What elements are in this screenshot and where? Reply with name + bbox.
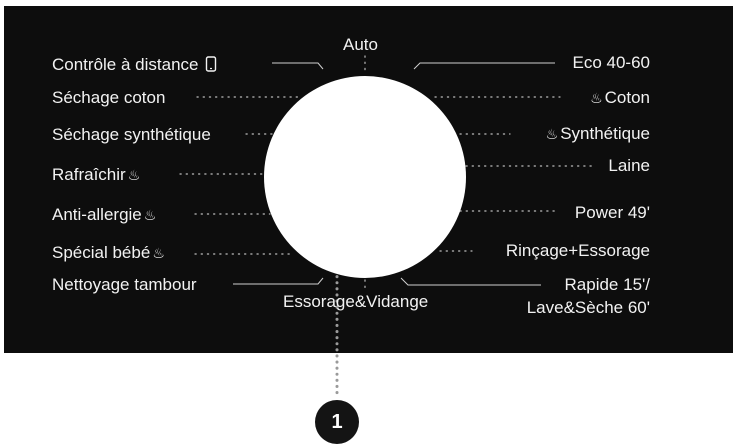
label-dry-cotton: Séchage coton	[52, 88, 166, 107]
label-rinse-spin: Rinçage+Essorage	[505, 241, 650, 260]
label-anti-allergy: Anti-allergie♨	[52, 205, 157, 224]
program-knob[interactable]	[264, 76, 466, 278]
label-refresh: Rafraîchir♨	[52, 165, 141, 184]
label-drum-clean: Nettoyage tambour	[52, 275, 197, 294]
label-synthetic: ♨Synthétique	[545, 124, 650, 143]
label-power: Power 49'	[574, 203, 650, 222]
steam-icon: ♨	[590, 90, 603, 106]
leader-drum-clean	[233, 277, 324, 285]
label-dry-synthetic: Séchage synthétique	[52, 125, 211, 144]
label-quick: Rapide 15'/	[564, 275, 650, 294]
label-wool: Laine	[608, 156, 650, 175]
label-auto: Auto	[343, 35, 378, 54]
label-spin-drain: Essorage&Vidange	[283, 292, 429, 311]
label-baby-care: Spécial bébé♨	[52, 243, 165, 262]
callout-number-badge: 1	[315, 400, 359, 444]
steam-icon: ♨	[143, 207, 157, 223]
label-cotton: ♨Coton	[590, 88, 650, 107]
label-wash-dry: Lave&Sèche 60'	[526, 298, 650, 317]
steam-icon: ♨	[152, 245, 165, 261]
steam-icon: ♨	[545, 126, 559, 142]
phone-icon	[206, 56, 217, 72]
leader-quick	[400, 277, 541, 286]
label-remote-control: Contrôle à distance	[52, 55, 217, 75]
leader-eco	[413, 62, 555, 70]
leader-remote-control	[272, 62, 324, 70]
label-eco: Eco 40-60	[572, 53, 651, 72]
steam-icon: ♨	[127, 167, 141, 183]
